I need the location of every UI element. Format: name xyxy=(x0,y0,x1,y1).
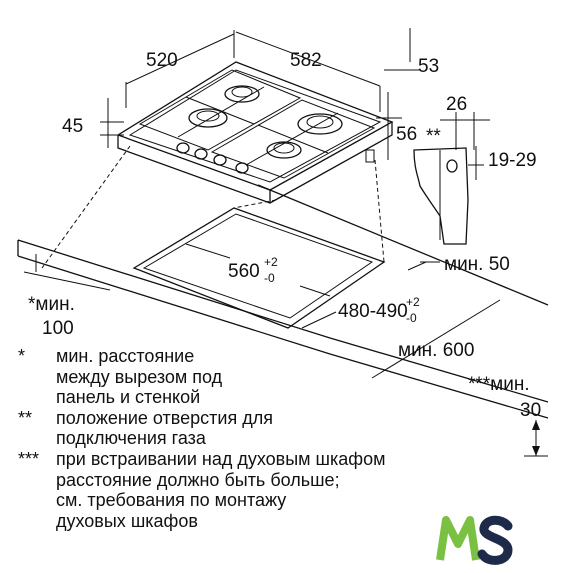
footnote-mark: ** xyxy=(18,407,33,428)
burner-front-left xyxy=(188,108,228,128)
cutout xyxy=(132,207,386,329)
projection-lines xyxy=(41,145,385,269)
dimension-labels: 520 582 53 45 56 26 ** 19-29 560 +2 -0 4… xyxy=(28,50,541,421)
dim-480-tol-minus: -0 xyxy=(406,311,417,325)
dimension-lines xyxy=(23,28,548,457)
gas-fitting-profile xyxy=(413,147,469,245)
dim-582: 582 xyxy=(290,50,322,71)
footnote-mark: * xyxy=(18,346,26,366)
hob xyxy=(116,61,394,204)
burner-front-right xyxy=(266,141,302,159)
footnote-line: подключения газа xyxy=(56,428,206,449)
footnote-text: мин. расстояние между вырезом под панель… xyxy=(56,346,498,408)
footnote-line: см. требования по монтажу xyxy=(56,490,287,511)
dim-min-100-value: 100 xyxy=(42,318,74,339)
footnote-line: панель и стенкой xyxy=(56,387,201,408)
control-knobs xyxy=(176,142,375,174)
footnote-line: положение отверстия для xyxy=(56,407,273,428)
dim-53: 53 xyxy=(418,56,439,77)
footnote-line: духовых шкафов xyxy=(56,510,198,531)
footnote-2: ** положение отверстия для подключения г… xyxy=(18,408,498,449)
footnote-1: * мин. расстояние между вырезом под пане… xyxy=(18,346,498,408)
footnote-line: между вырезом под xyxy=(56,366,223,387)
footnote-line: расстояние должно быть больше; xyxy=(56,469,340,490)
dim-min-100-label: *мин. xyxy=(28,294,75,315)
footnote-line: мин. расстояние xyxy=(56,346,195,366)
dim-480-490: 480-490 xyxy=(338,301,408,322)
burners xyxy=(188,85,343,159)
dim-56: 56 xyxy=(396,124,417,145)
dim-560-tol-plus: +2 xyxy=(264,255,278,269)
footnote-text: при встраивании над духовым шкафом расст… xyxy=(56,449,498,531)
footnote-line: при встраивании над духовым шкафом xyxy=(56,448,386,469)
burner-rear-left xyxy=(224,85,260,103)
gas-double-star: ** xyxy=(426,126,441,147)
footnote-text: положение отверстия для подключения газа xyxy=(56,408,498,449)
dim-560: 560 xyxy=(228,261,260,282)
footnote-mark: *** xyxy=(18,448,40,469)
dim-min-30-value: 30 xyxy=(520,400,541,421)
dim-480-tol-plus: +2 xyxy=(406,295,420,309)
ms-logo xyxy=(436,515,513,565)
dim-min-30-label: ***мин. xyxy=(468,374,530,395)
dim-min-50: мин. 50 xyxy=(444,254,510,275)
dim-26: 26 xyxy=(446,94,467,115)
dim-560-tol-minus: -0 xyxy=(264,271,275,285)
countertop xyxy=(17,184,549,419)
dim-520: 520 xyxy=(146,50,178,71)
dim-45: 45 xyxy=(62,116,83,137)
footnote-legend: * мин. расстояние между вырезом под пане… xyxy=(18,346,498,531)
dim-min-600: мин. 600 xyxy=(398,340,474,361)
burner-rear-right xyxy=(297,113,343,135)
footnote-3: *** при встраивании над духовым шкафом р… xyxy=(18,449,498,531)
dim-19-29: 19-29 xyxy=(488,150,537,171)
